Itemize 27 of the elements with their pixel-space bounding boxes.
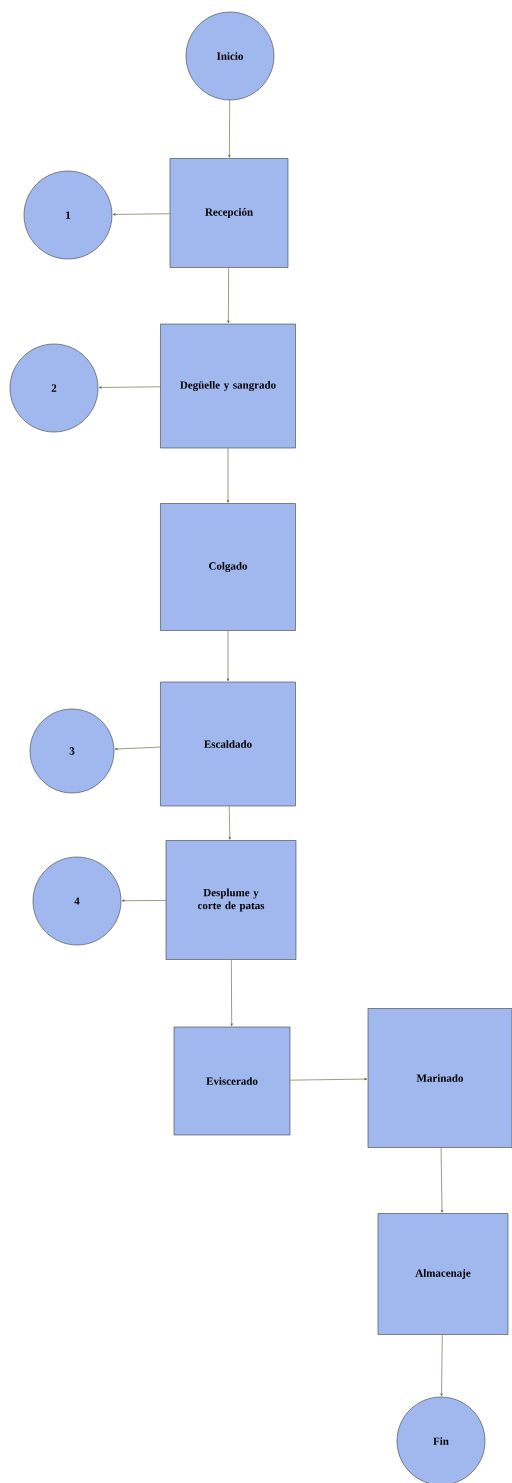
- arrow: [98, 386, 161, 389]
- process-box: Eviscerado: [173, 1026, 291, 1136]
- circle-node: 4: [32, 856, 122, 946]
- arrow: [228, 806, 231, 840]
- arrow: [290, 1077, 368, 1081]
- arrow: [114, 746, 161, 751]
- arrow: [227, 267, 230, 324]
- process-box: Degüelle y sangrado: [160, 323, 296, 449]
- arrow: [121, 899, 166, 902]
- circle-node: Fin: [396, 1396, 486, 1483]
- circle-node: 2: [9, 343, 99, 433]
- process-box: Marinado: [367, 1008, 512, 1148]
- process-box: Recepción: [169, 158, 289, 268]
- arrow: [226, 630, 230, 682]
- process-box: Escaldado: [160, 681, 296, 807]
- process-box: Colgado: [160, 503, 296, 631]
- arrow: [228, 100, 231, 158]
- circle-node: Inicio: [185, 11, 275, 101]
- arrow: [440, 1334, 443, 1397]
- arrow: [230, 959, 233, 1027]
- arrow: [226, 448, 230, 503]
- circle-node: 3: [29, 708, 115, 794]
- arrow: [440, 1147, 444, 1213]
- circle-node: 1: [23, 170, 113, 260]
- process-box: Almacenaje: [377, 1213, 509, 1335]
- process-box: Desplume y corte de patas: [165, 840, 297, 960]
- arrow: [112, 213, 170, 216]
